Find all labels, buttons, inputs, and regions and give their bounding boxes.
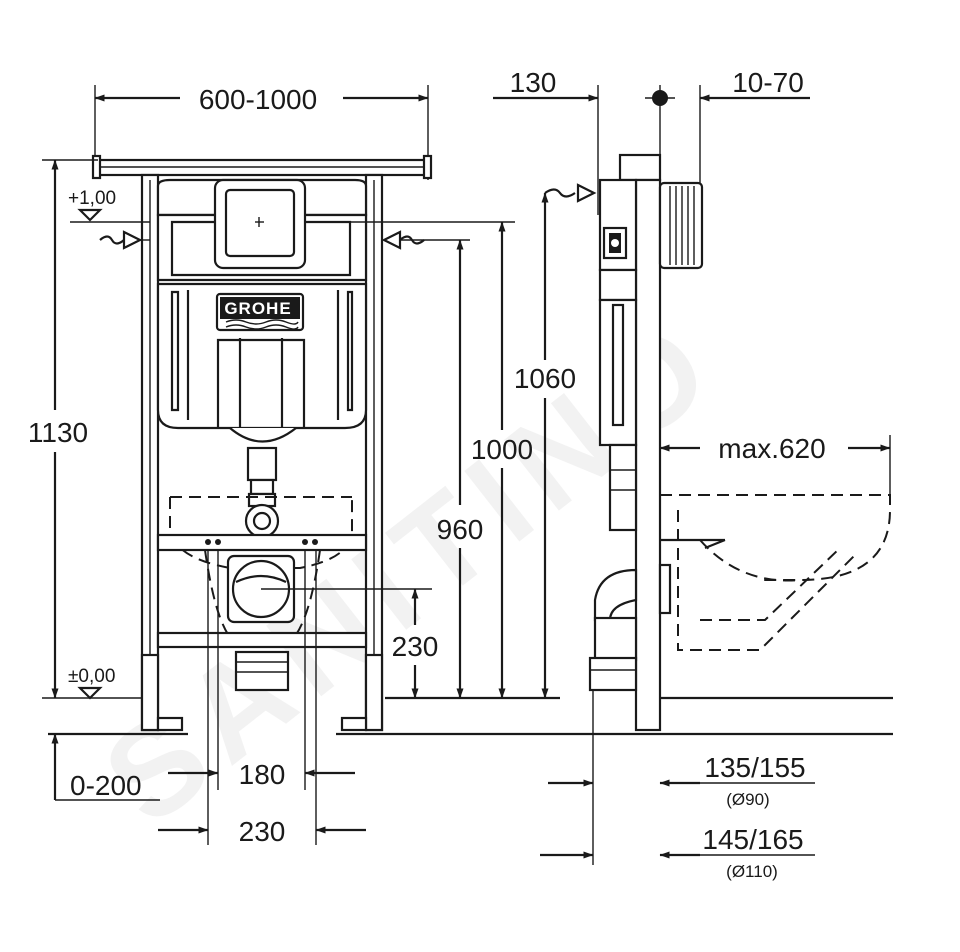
dim-height-1060: 1060 (514, 192, 576, 699)
dim-spacing-230: 230 (158, 550, 366, 847)
label-dim-110-note: (Ø110) (726, 862, 778, 881)
label-dim-90: 135/155 (704, 752, 805, 783)
label-height-1060: 1060 (514, 363, 576, 394)
front-view: 600-1000 (28, 84, 595, 847)
dim-depth: 130 (493, 67, 599, 215)
label-total-height: 1130 (28, 417, 88, 448)
flush-pipe (244, 446, 280, 539)
frame-uprights (140, 173, 384, 732)
top-rail (91, 154, 433, 180)
dim-spacing-180: 180 (168, 550, 355, 790)
side-view: 130 10-70 (493, 67, 893, 881)
cross-bars (156, 533, 368, 649)
label-width-range: 600-1000 (199, 84, 317, 115)
dim-110: 145/165 (Ø110) (540, 824, 815, 881)
label-depth: 130 (510, 67, 557, 98)
dim-90: 135/155 (Ø90) (548, 752, 815, 809)
label-height-960: 960 (437, 514, 484, 545)
drain-outlet (226, 554, 296, 692)
label-level-bottom: ±0,00 (68, 666, 115, 687)
label-level-top: +1,00 (68, 188, 116, 209)
dim-height-1000: 1000 (305, 221, 533, 699)
dim-drain-height: 230 (261, 588, 439, 699)
dim-floor-offset: 0-200 (51, 733, 160, 801)
water-inlet-right (381, 230, 470, 250)
floor-line-side (592, 690, 893, 865)
label-floor-offset: 0-200 (70, 770, 142, 801)
label-dim-110: 145/165 (702, 824, 803, 855)
side-drain-pipe (588, 538, 726, 692)
water-inlet-side (544, 183, 597, 203)
side-frame (598, 153, 704, 732)
water-inlet-left (99, 230, 150, 250)
label-height-1000: 1000 (471, 434, 533, 465)
label-spacing-180: 180 (239, 759, 286, 790)
dim-width-range: 600-1000 (94, 84, 429, 180)
level-markers: +1,00 ±0,00 (68, 188, 150, 700)
label-dim-90-note: (Ø90) (726, 790, 769, 809)
grohe-logo-text: GROHE (224, 299, 291, 318)
label-spacing-230: 230 (239, 816, 286, 847)
dim-max-projection: max.620 (659, 433, 891, 495)
cistern: GROHE (156, 178, 368, 443)
frame-feet (140, 653, 384, 732)
bowl-outline-side (660, 494, 891, 651)
dim-total-height: 1130 (28, 159, 142, 699)
dim-height-960: 960 (437, 239, 484, 699)
label-wall-adjust: 10-70 (732, 67, 804, 98)
label-drain-height: 230 (392, 631, 439, 662)
label-max-projection: max.620 (718, 433, 825, 464)
